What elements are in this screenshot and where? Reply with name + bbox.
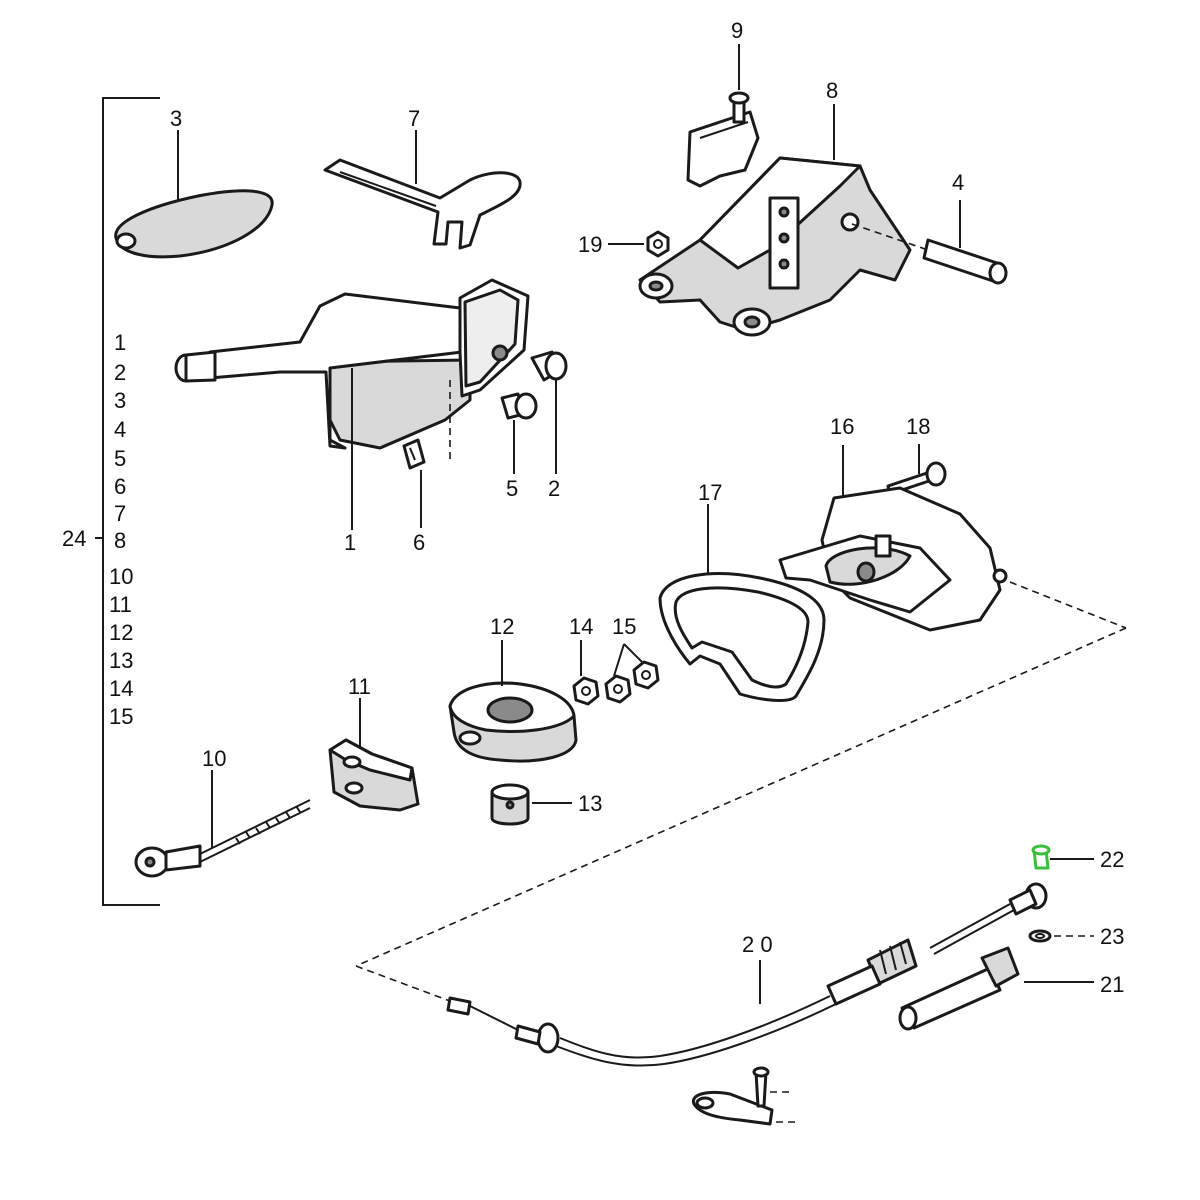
- part-10-threaded-rod: [134, 799, 311, 878]
- part-20-cable: [446, 882, 1048, 1067]
- assembly-item: 11: [109, 592, 132, 617]
- part-6-clip: [402, 438, 426, 470]
- callout-12: 12: [490, 614, 514, 639]
- part-3-handle-grip: [114, 189, 274, 259]
- assembly-item: 10: [109, 564, 133, 589]
- assembly-item: 12: [109, 620, 133, 645]
- part-1-lever-body: [174, 278, 530, 462]
- part-9-bracket: [686, 91, 760, 188]
- part-8-mounting-bracket: [638, 156, 912, 337]
- callout-8: 8: [826, 78, 838, 103]
- assembly-item: 8: [114, 528, 126, 553]
- cable-clip: [692, 1066, 800, 1126]
- part-15-washers: [604, 643, 660, 704]
- part-14-nut: [572, 676, 600, 706]
- assembly-item: 14: [109, 676, 133, 701]
- assembly-item: 2: [114, 360, 126, 385]
- callout-2: 2: [548, 476, 560, 501]
- assembly-item: 3: [114, 388, 126, 413]
- callout-13: 13: [578, 791, 602, 816]
- callout-20: 2 0: [742, 932, 773, 957]
- part-2-bushing: [530, 350, 568, 382]
- callout-6: 6: [413, 530, 425, 555]
- assembly-item: 7: [114, 501, 126, 526]
- callout-21: 21: [1100, 972, 1124, 997]
- callout-3: 3: [170, 106, 182, 131]
- part-5-pin: [500, 392, 538, 420]
- assembly-item: 4: [114, 417, 126, 442]
- assembly-item: 6: [114, 474, 126, 499]
- assembly-label: 24: [62, 526, 86, 551]
- callout-11: 11: [348, 674, 371, 699]
- assembly-bracket: [95, 97, 160, 906]
- callout-5: 5: [506, 476, 518, 501]
- part-4-shaft: [851, 223, 1008, 285]
- callout-4: 4: [952, 170, 964, 195]
- part-7-release-rod: [323, 158, 522, 250]
- part-16-cover-housing: [778, 486, 1008, 632]
- callout-15: 15: [612, 614, 636, 639]
- callout-18: 18: [906, 414, 930, 439]
- part-12-housing: [448, 681, 578, 763]
- part-22-cap: [1031, 844, 1051, 870]
- callout-1: 1: [344, 530, 356, 555]
- callout-17: 17: [698, 480, 722, 505]
- part-11-bracket: [328, 738, 420, 812]
- part-21-boot: [898, 946, 1020, 1031]
- callout-23: 23: [1100, 924, 1124, 949]
- callout-22: 22: [1100, 847, 1124, 872]
- part-13-sleeve: [490, 783, 530, 826]
- part-23-washer: [1028, 929, 1052, 943]
- callout-14: 14: [569, 614, 593, 639]
- callout-10: 10: [202, 746, 226, 771]
- callout-7: 7: [408, 106, 420, 131]
- callout-16: 16: [830, 414, 854, 439]
- assembly-item-list: 1 2 3 4 5 6 7 8 10 11 12 13 14 15: [109, 330, 133, 729]
- assembly-item: 15: [109, 704, 133, 729]
- part-17-gasket: [658, 572, 826, 702]
- assembly-item: 13: [109, 648, 133, 673]
- part-19-nut: [646, 230, 670, 258]
- callout-19: 19: [578, 232, 602, 257]
- assembly-item: 5: [114, 446, 126, 471]
- assembly-item: 1: [114, 330, 126, 355]
- callout-9: 9: [731, 18, 743, 43]
